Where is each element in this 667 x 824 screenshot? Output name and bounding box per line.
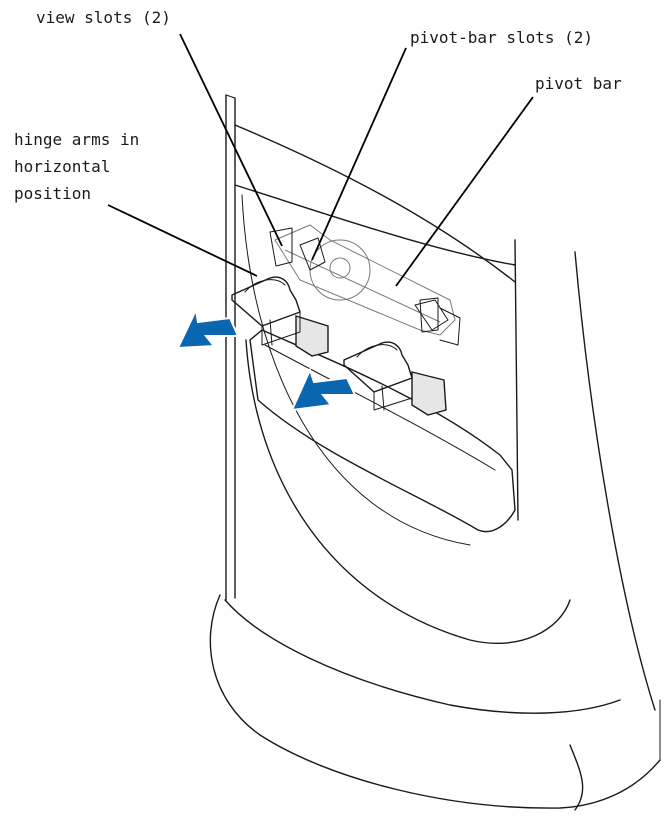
label-hinge-arms-line-2: horizontal [14,157,111,176]
label-view-slots: view slots (2) [36,4,171,31]
label-hinge-arms-line-3: position [14,184,92,203]
label-pivot-bar: pivot bar [535,70,622,97]
label-pivot-bar-slots-text: pivot-bar slots (2) [410,28,594,47]
motion-arrow-right [290,367,357,412]
leader-hinge-arms [107,204,258,277]
pivot-bar [274,224,461,346]
leader-pivot-bar-slots [311,47,407,261]
leader-pivot-bar [395,96,534,287]
chassis-body [209,94,661,811]
label-hinge-arms-line-1: hinge arms in [14,130,140,149]
label-pivot-bar-text: pivot bar [535,74,622,93]
label-hinge-arms: hinge arms in horizontal position [14,126,139,207]
hinge-arm-left [231,276,329,357]
label-view-slots-text: view slots (2) [36,8,171,27]
label-pivot-bar-slots: pivot-bar slots (2) [410,24,593,51]
hinge-arm-right [343,341,447,416]
motion-arrow-left [176,306,240,350]
leader-view-slots [179,33,283,247]
view-slots [269,227,439,333]
leader-lines [107,33,534,287]
